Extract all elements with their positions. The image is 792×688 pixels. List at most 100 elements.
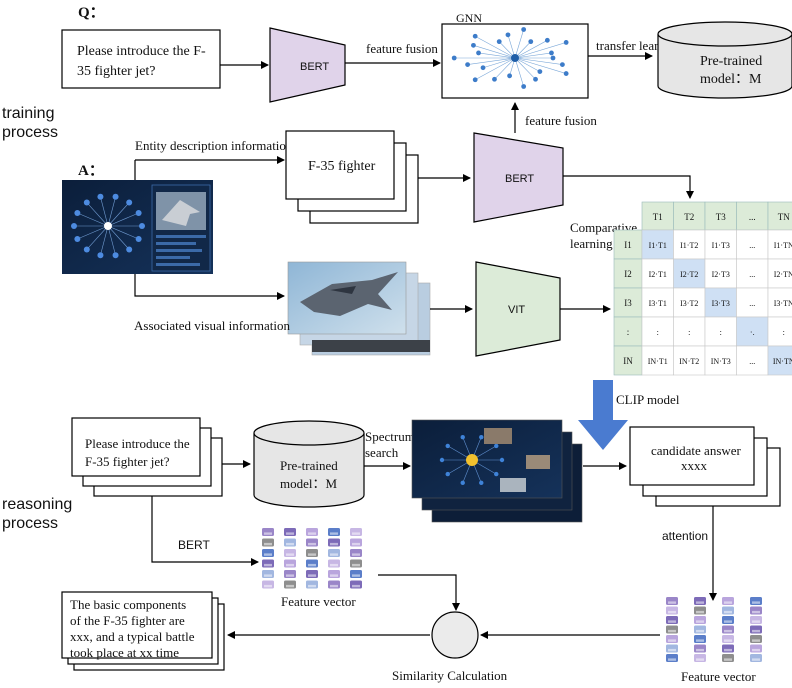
gnn-node-icon bbox=[550, 55, 556, 61]
gnn-node-icon bbox=[476, 50, 481, 56]
matrix-cell bbox=[704, 345, 737, 376]
matrix-row-header-cell bbox=[613, 345, 643, 376]
gnn-hub-node-icon bbox=[511, 54, 519, 62]
answer-line3: xxx, and a typical battle bbox=[70, 629, 195, 644]
matrix-row-header: IN bbox=[623, 356, 633, 366]
matrix-cell bbox=[736, 345, 769, 376]
feature-vector-right-label: Feature vector bbox=[681, 669, 756, 684]
matrix-cell-text: I3·TN bbox=[774, 299, 792, 308]
gnn-node-icon bbox=[563, 71, 569, 76]
spectrum-node-icon bbox=[460, 434, 465, 440]
matrix-row-header: I1 bbox=[624, 240, 632, 250]
gnn-node-icon bbox=[528, 39, 534, 45]
gnn-graph-illustration bbox=[451, 27, 569, 89]
matrix-cell bbox=[704, 316, 737, 347]
matrix-cell-text: IN·T1 bbox=[648, 357, 668, 366]
kg-node-icon bbox=[135, 209, 142, 216]
kg-node-icon bbox=[126, 246, 133, 253]
spectrum-photo-thumb-1 bbox=[484, 428, 512, 444]
gnn-node-icon bbox=[533, 76, 538, 82]
question2-line1: Please introduce the bbox=[85, 436, 190, 451]
kg-node-icon bbox=[83, 246, 90, 253]
matrix-cell-text: ... bbox=[749, 241, 755, 250]
matrix-cell-text: I3·T3 bbox=[712, 299, 730, 308]
gnn-node-icon bbox=[549, 50, 554, 56]
matrix-cell-text: : bbox=[688, 328, 690, 337]
matrix-cell bbox=[767, 345, 792, 376]
feature-vector-grid-right bbox=[666, 597, 762, 662]
arrow-bert-to-matrix bbox=[563, 175, 694, 199]
spectrum-node-icon bbox=[499, 457, 505, 463]
kg-node-icon bbox=[74, 236, 81, 243]
spectrum-photo-thumb-2 bbox=[526, 455, 550, 469]
matrix-cell-text: ... bbox=[749, 357, 755, 366]
kg-node-icon bbox=[112, 252, 119, 259]
matrix-cell-text: IN·TN bbox=[773, 357, 792, 366]
gnn-node-icon bbox=[521, 84, 527, 89]
question-stack-lower bbox=[71, 417, 223, 497]
pretrained-top-line2: model：M bbox=[700, 72, 762, 87]
question2-line2: F-35 fighter jet? bbox=[85, 454, 170, 469]
answer-line2: of the F-35 fighter are bbox=[70, 613, 185, 628]
kg-node-icon bbox=[71, 223, 77, 229]
gnn-node-icon bbox=[471, 42, 476, 48]
gnn-node-icon bbox=[563, 40, 569, 45]
matrix-cell-text: I1·T1 bbox=[649, 241, 667, 250]
matrix-row-header: I3 bbox=[624, 298, 632, 308]
gnn-node-icon bbox=[480, 65, 486, 71]
pretrained-top-line1: Pre-trained bbox=[700, 54, 762, 69]
arrow-vector-mid-to-similarity bbox=[378, 574, 460, 611]
matrix-cell-text: I1·T3 bbox=[712, 241, 730, 250]
kg-node-icon bbox=[139, 223, 145, 229]
spectrum-node-icon bbox=[479, 480, 484, 486]
matrix-cell-text: I3·T1 bbox=[649, 299, 667, 308]
kg-node-icon bbox=[74, 209, 81, 216]
matrix-cell bbox=[704, 229, 737, 260]
gnn-node-icon bbox=[537, 69, 543, 75]
question-text-line1: Please introduce the F- bbox=[77, 44, 206, 59]
spectrum-search-line1: Spectrum bbox=[365, 429, 415, 444]
bert-top-label: BERT bbox=[300, 61, 329, 73]
matrix-col-header: TN bbox=[778, 212, 790, 222]
similarity-circle bbox=[431, 611, 479, 659]
matrix-cell-text: ... bbox=[749, 270, 755, 279]
gnn-node-icon bbox=[492, 76, 497, 82]
matrix-col-header: T2 bbox=[684, 212, 694, 222]
feature-fusion-top: feature fusion bbox=[366, 41, 438, 56]
matrix-cell-text: I2·T1 bbox=[649, 270, 667, 279]
matrix-cell bbox=[673, 316, 706, 347]
knowledge-graph-screenshot bbox=[62, 180, 213, 274]
spectrum-photo-thumb-3 bbox=[500, 478, 526, 492]
gnn-node-icon bbox=[544, 37, 550, 43]
matrix-cell-text: ... bbox=[749, 299, 755, 308]
pretrained-model-top bbox=[657, 21, 792, 99]
attention-label: attention bbox=[662, 529, 708, 543]
matrix-col-header-cell bbox=[736, 201, 769, 231]
matrix-cell bbox=[767, 229, 792, 260]
candidate-answer-stack bbox=[629, 426, 781, 507]
gnn-node-icon bbox=[507, 73, 512, 79]
matrix-row-header: : bbox=[627, 327, 630, 337]
matrix-cell bbox=[673, 345, 706, 376]
kg-hub-node-icon bbox=[104, 222, 112, 230]
matrix-cell-text: I2·TN bbox=[774, 270, 792, 279]
clip-model-label: CLIP model bbox=[616, 392, 680, 407]
matrix-col-header: T3 bbox=[716, 212, 726, 222]
matrix-cell bbox=[641, 316, 674, 347]
gnn-node-icon bbox=[559, 62, 565, 67]
spectrum-node-icon bbox=[494, 471, 499, 477]
spectrum-search-line2: search bbox=[365, 445, 399, 460]
matrix-cell-text: : bbox=[657, 328, 659, 337]
matrix-cell bbox=[673, 287, 706, 318]
clip-down-arrow bbox=[578, 380, 628, 450]
kg-node-icon bbox=[112, 193, 119, 200]
answer-line4: took place at xx time bbox=[70, 645, 179, 660]
q-label: Q： bbox=[78, 5, 105, 21]
spectrum-node-icon bbox=[439, 457, 445, 463]
jet-photo-stack bbox=[287, 261, 431, 356]
gnn-node-icon bbox=[505, 32, 511, 38]
matrix-col-header: T1 bbox=[653, 212, 663, 222]
matrix-row-header-cell bbox=[613, 287, 643, 318]
question-box bbox=[61, 29, 221, 89]
